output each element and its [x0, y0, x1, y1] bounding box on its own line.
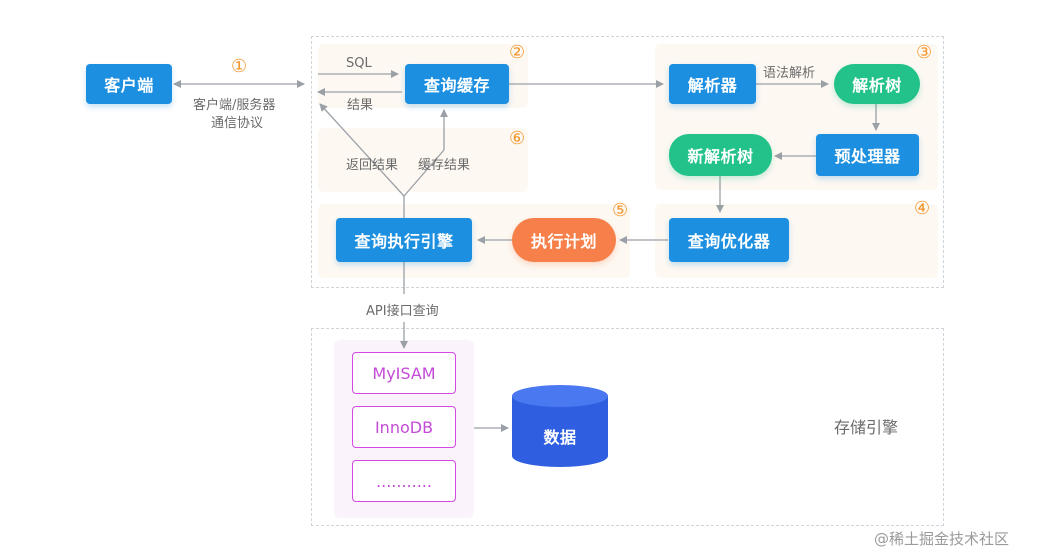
- query-execution-engine-box: 查询执行引擎: [336, 218, 472, 262]
- query-optimizer-box: 查询优化器: [669, 218, 789, 262]
- data-node: 数据: [512, 414, 608, 458]
- client-box: 客户端: [86, 64, 172, 104]
- other-engine-box: ...........: [352, 460, 456, 502]
- protocol-label-line1: 客户端/服务器: [193, 98, 276, 113]
- new-parse-tree-pill: 新解析树: [669, 134, 772, 176]
- return-result-label: 返回结果: [346, 158, 399, 173]
- syntax-parse-label: 语法解析: [763, 66, 816, 81]
- api-query-label: API接口查询: [366, 304, 439, 319]
- parser-box: 解析器: [669, 64, 756, 104]
- execution-plan-pill: 执行计划: [512, 218, 616, 262]
- execution-plan-label: 执行计划: [530, 232, 597, 251]
- new-parse-tree-label: 新解析树: [687, 147, 754, 166]
- step-4-marker: ④: [914, 198, 931, 219]
- step-2-marker: ②: [509, 42, 526, 63]
- storage-layer-region: [311, 328, 944, 526]
- step-1-marker: ①: [231, 56, 248, 77]
- preprocessor-label: 预处理器: [834, 147, 901, 166]
- query-cache-box: 查询缓存: [405, 64, 509, 104]
- query-cache-label: 查询缓存: [423, 76, 490, 95]
- data-label: 数据: [543, 428, 577, 447]
- innodb-engine-box: InnoDB: [352, 406, 456, 448]
- cache-result-label: 缓存结果: [418, 158, 471, 173]
- step-3-marker: ③: [916, 42, 933, 63]
- step-6-marker: ⑥: [509, 128, 526, 149]
- other-engine-label: ...........: [376, 471, 432, 491]
- watermark-text: @稀土掘金技术社区: [874, 530, 1010, 548]
- sql-label: SQL: [346, 56, 372, 71]
- innodb-label: InnoDB: [374, 417, 434, 437]
- protocol-label-line2: 通信协议: [211, 116, 264, 131]
- query-optimizer-label: 查询优化器: [687, 232, 771, 251]
- query-execution-engine-label: 查询执行引擎: [354, 232, 454, 251]
- client-label: 客户端: [104, 76, 154, 95]
- server-layer-region: [311, 36, 944, 288]
- storage-engine-label: 存储引擎: [834, 418, 899, 437]
- parser-label: 解析器: [687, 76, 738, 95]
- parse-tree-pill: 解析树: [834, 64, 920, 104]
- preprocessor-box: 预处理器: [816, 134, 919, 176]
- parse-tree-label: 解析树: [852, 76, 902, 95]
- step-5-marker: ⑤: [612, 200, 629, 221]
- myisam-engine-box: MyISAM: [352, 352, 456, 394]
- myisam-label: MyISAM: [372, 363, 436, 383]
- result-label: 结果: [347, 98, 374, 113]
